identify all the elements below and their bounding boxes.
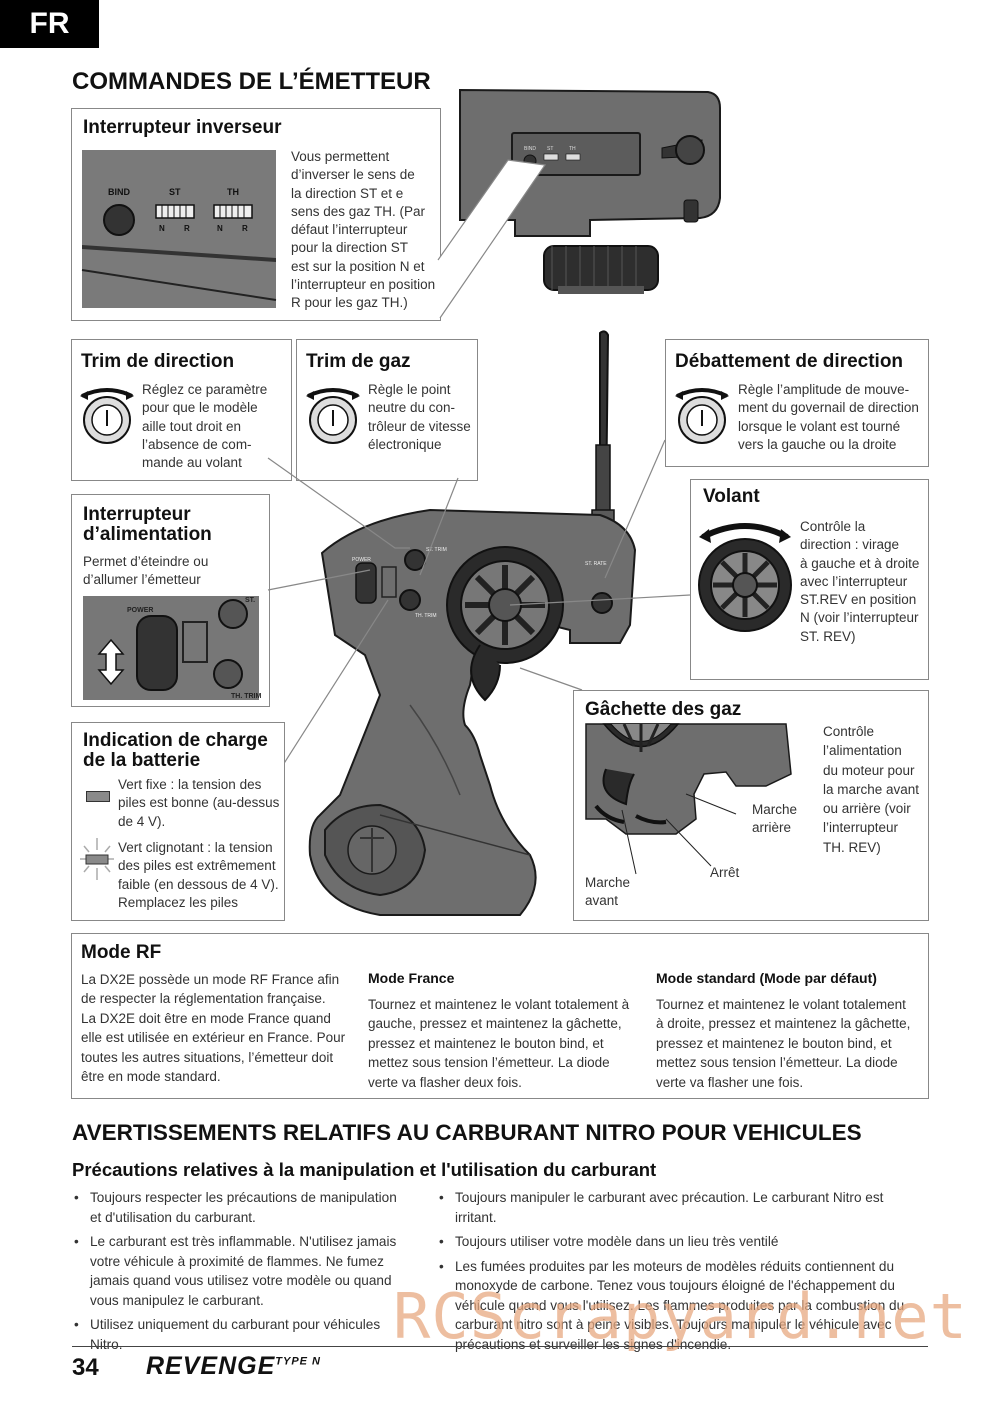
steering-wheel-title: Volant [703, 486, 760, 507]
top-bind-label: BIND [524, 146, 536, 152]
reverse-st-n: N [159, 224, 165, 233]
throttle-trim-knob-icon [306, 388, 360, 444]
reverse-switch-closeup: BIND ST TH N R N R [81, 150, 277, 308]
main-power-label: POWER [352, 557, 371, 563]
list-item: Toujours manipuler le carburant avec pré… [437, 1188, 927, 1227]
steering-rate-knob-icon [675, 388, 729, 444]
throttle-trigger-title: Gâchette des gaz [585, 699, 742, 720]
transmitter-main-view: POWER ST. TRIM TH. TRIM ST. RATE [308, 330, 637, 916]
list-item: Le carburant est très inflammable. N'uti… [72, 1232, 402, 1310]
rf-france-title: Mode France [368, 970, 455, 986]
rf-mode-title: Mode RF [81, 942, 162, 963]
power-switch-closeup: POWER ST. TH. TRIM [83, 596, 261, 700]
brand-logo: REVENGETYPE N [146, 1352, 321, 1380]
steering-trim-knob-icon [80, 388, 134, 444]
top-st-label: ST [547, 146, 553, 152]
reverse-connector [437, 159, 547, 319]
steering-rate-text: Règle l’amplitude de mouve-ment du gover… [738, 382, 919, 452]
throttle-trim-title: Trim de gaz [306, 351, 411, 372]
reverse-bind-label: BIND [108, 187, 130, 197]
rf-france-text: Tournez et maintenez le volant totalemen… [368, 997, 630, 1090]
battery-blink-led-icon [80, 838, 114, 880]
throttle-trigger-closeup [585, 723, 796, 875]
steering-wheel-icon [698, 523, 792, 632]
trigger-stop-label: Arrêt [710, 865, 740, 880]
watermark: RCScrapyard.net [393, 1280, 968, 1353]
battery-box [71, 722, 285, 921]
reverse-switch-title: Interrupteur inverseur [83, 117, 282, 138]
power-closeup-st-label: ST. [245, 597, 255, 604]
callout-lines [267, 439, 691, 766]
language-tab: FR [0, 0, 99, 48]
main-st-rate-label: ST. RATE [585, 561, 607, 567]
reverse-th-n: N [217, 224, 223, 233]
warnings-right-list: Toujours manipuler le carburant avec pré… [437, 1188, 927, 1359]
top-th-label: TH [569, 146, 576, 152]
reverse-th-label: TH [227, 187, 239, 197]
warnings-left-list: Toujours respecter les précautions de ma… [72, 1188, 402, 1359]
steering-rate-title: Débattement de direction [675, 351, 904, 372]
power-closeup-thtrim-label: TH. TRIM [231, 693, 261, 700]
rf-standard-text: Tournez et maintenez le volant totalemen… [656, 997, 911, 1090]
rf-mode-box [71, 933, 929, 1099]
reverse-th-r: R [242, 224, 248, 233]
warnings-title: AVERTISSEMENTS RELATIFS AU CARBURANT NIT… [72, 1120, 862, 1145]
page-title: COMMANDES DE L’ÉMETTEUR [72, 68, 431, 95]
list-item: Toujours respecter les précautions de ma… [72, 1188, 402, 1227]
main-th-trim-label: TH. TRIM [415, 613, 437, 619]
list-item: Toujours utiliser votre modèle dans un l… [437, 1232, 927, 1252]
page-number: 34 [72, 1354, 99, 1381]
warnings-subtitle: Précautions relatives à la manipulation … [72, 1159, 657, 1180]
reverse-st-r: R [184, 224, 190, 233]
rf-standard-title: Mode standard (Mode par défaut) [656, 970, 877, 986]
list-item: Les fumées produites par les moteurs de … [437, 1257, 927, 1355]
steering-trim-title: Trim de direction [81, 351, 235, 372]
main-st-trim-label: ST. TRIM [426, 547, 447, 553]
battery-solid-led-icon [86, 791, 110, 802]
reverse-st-label: ST [169, 187, 181, 197]
list-item: Utilisez uniquement du carburant pour vé… [72, 1315, 402, 1354]
footer-rule [72, 1346, 928, 1347]
power-closeup-label: POWER [127, 607, 153, 614]
